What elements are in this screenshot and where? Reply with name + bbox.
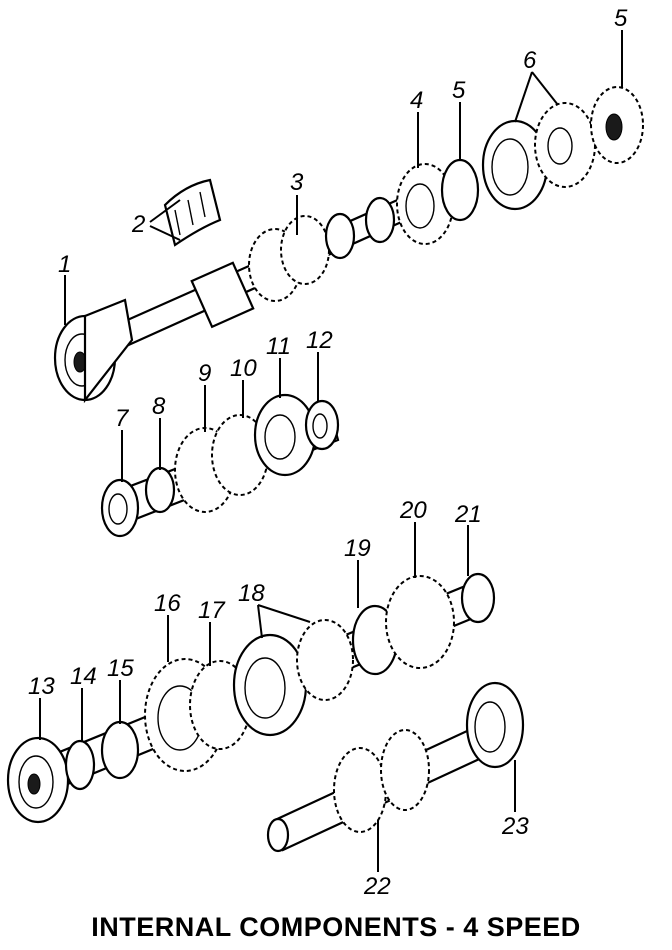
callout-2: 2 bbox=[131, 211, 145, 238]
needle-bearing bbox=[163, 178, 222, 247]
callout-13: 13 bbox=[28, 673, 55, 700]
callout-19: 19 bbox=[344, 535, 371, 562]
callout-4: 4 bbox=[410, 87, 423, 114]
callout-10: 10 bbox=[230, 355, 257, 382]
callout-12: 12 bbox=[306, 327, 333, 354]
callout-7: 7 bbox=[115, 405, 130, 432]
callout-23: 23 bbox=[501, 813, 529, 840]
callout-9: 9 bbox=[198, 360, 211, 387]
callout-14: 14 bbox=[70, 663, 97, 690]
callout-22: 22 bbox=[363, 873, 391, 900]
counter-gear-assembly bbox=[266, 681, 525, 853]
callout-15: 15 bbox=[107, 655, 134, 682]
callout-3: 3 bbox=[290, 169, 304, 196]
callout-8: 8 bbox=[152, 393, 166, 420]
callout-16: 16 bbox=[154, 590, 181, 617]
callout-21: 21 bbox=[454, 501, 482, 528]
main-shaft-assembly bbox=[53, 86, 644, 404]
callout-11: 11 bbox=[266, 333, 291, 360]
callout-18: 18 bbox=[238, 580, 265, 607]
diagram-caption: INTERNAL COMPONENTS - 4 SPEED bbox=[91, 912, 581, 942]
counter-shaft-assembly bbox=[6, 572, 496, 824]
callout-6: 6 bbox=[523, 47, 537, 74]
callout-5a: 5 bbox=[452, 77, 466, 104]
callout-labels: 1 2 3 4 5 6 5 7 8 9 10 11 12 13 14 15 16… bbox=[28, 5, 628, 900]
callout-20: 20 bbox=[399, 497, 427, 524]
middle-assembly bbox=[100, 393, 340, 538]
leader-lines bbox=[39, 30, 623, 872]
callout-1: 1 bbox=[58, 251, 71, 278]
callout-5b: 5 bbox=[614, 5, 628, 32]
callout-17: 17 bbox=[198, 597, 226, 624]
